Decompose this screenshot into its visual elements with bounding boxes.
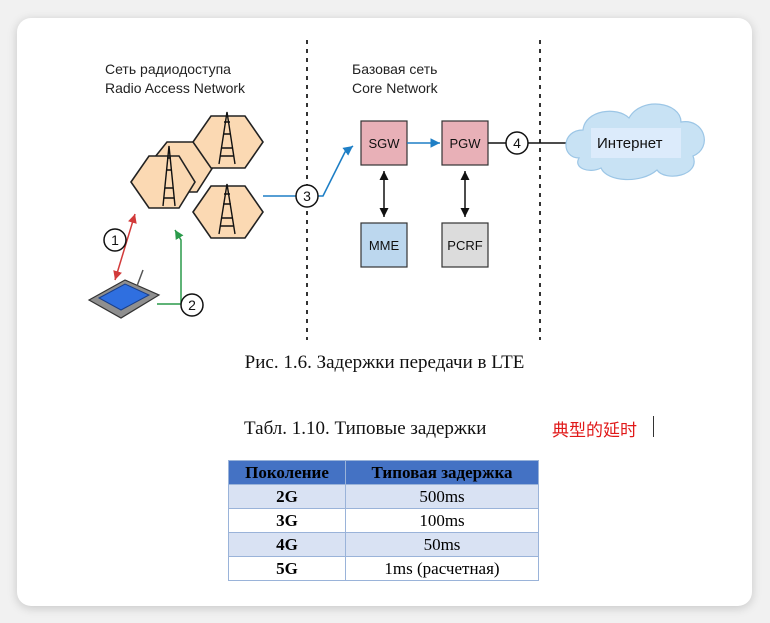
svg-text:1: 1: [111, 232, 119, 248]
core-label-ru: Базовая сеть: [352, 61, 437, 77]
latency-cell: 50ms: [345, 532, 539, 557]
signal-green-arrow: [157, 229, 184, 305]
latency-marker-3: 3: [295, 184, 319, 208]
cell-tower-icon: [162, 111, 236, 235]
table-title: Табл. 1.10. Типовые задержки: [244, 418, 487, 439]
table-header-row: Поколение Типовая задержка: [228, 460, 539, 485]
pcrf-node: [441, 222, 489, 268]
table-row: 3G 100ms: [228, 508, 539, 533]
lte-latency-diagram: Сеть радиодоступа Radio Access Network Б…: [87, 40, 705, 340]
figure-caption: Рис. 1.6. Задержки передачи в LTE: [244, 352, 525, 373]
sgw-label: SGW: [368, 136, 400, 151]
latency-table: Поколение Типовая задержка 2G 500ms 3G 1…: [228, 460, 539, 581]
generation-cell: 5G: [228, 556, 346, 581]
table-row: 2G 500ms: [228, 484, 539, 509]
latency-cell: 500ms: [345, 484, 539, 509]
sgw-node: [360, 120, 408, 166]
latency-marker-2: 2: [180, 293, 204, 317]
hex-cell-left-fill: [130, 155, 196, 209]
latency-marker-4: 4: [505, 131, 529, 155]
svg-text:3: 3: [303, 188, 311, 204]
core-label-en: Core Network: [352, 80, 439, 96]
latency-cell: 100ms: [345, 508, 539, 533]
cell-hexagons: [130, 115, 264, 239]
document-card: Сеть радиодоступа Radio Access Network Б…: [17, 18, 752, 606]
handwritten-annotation[interactable]: 典型的延时: [552, 421, 637, 441]
latency-cell: 1ms (расчетная): [345, 556, 539, 581]
pcrf-label: PCRF: [447, 238, 482, 253]
svg-text:2: 2: [188, 297, 196, 313]
table-row: 5G 1ms (расчетная): [228, 556, 539, 581]
pgw-label: PGW: [449, 136, 481, 151]
uplink-red-arrow: [113, 213, 137, 281]
text-cursor: [653, 416, 654, 437]
ran-label-en: Radio Access Network: [105, 80, 246, 96]
header-latency: Типовая задержка: [345, 460, 539, 485]
svg-text:4: 4: [513, 135, 521, 151]
mme-node: [360, 222, 408, 268]
backhaul-blue-link: [263, 145, 354, 197]
generation-cell: 3G: [228, 508, 346, 533]
mme-label: MME: [369, 238, 400, 253]
latency-marker-1: 1: [103, 228, 127, 252]
hex-cell-top: [192, 115, 264, 169]
internet-cloud-icon: [565, 103, 705, 181]
table-row: 4G 50ms: [228, 532, 539, 557]
generation-cell: 2G: [228, 484, 346, 509]
internet-label: Интернет: [597, 135, 663, 152]
header-generation: Поколение: [228, 460, 346, 485]
generation-cell: 4G: [228, 532, 346, 557]
ran-label-ru: Сеть радиодоступа: [105, 61, 231, 77]
pgw-node: [441, 120, 489, 166]
hex-cell-bottom: [192, 185, 264, 239]
mobile-device-icon: [87, 269, 161, 319]
